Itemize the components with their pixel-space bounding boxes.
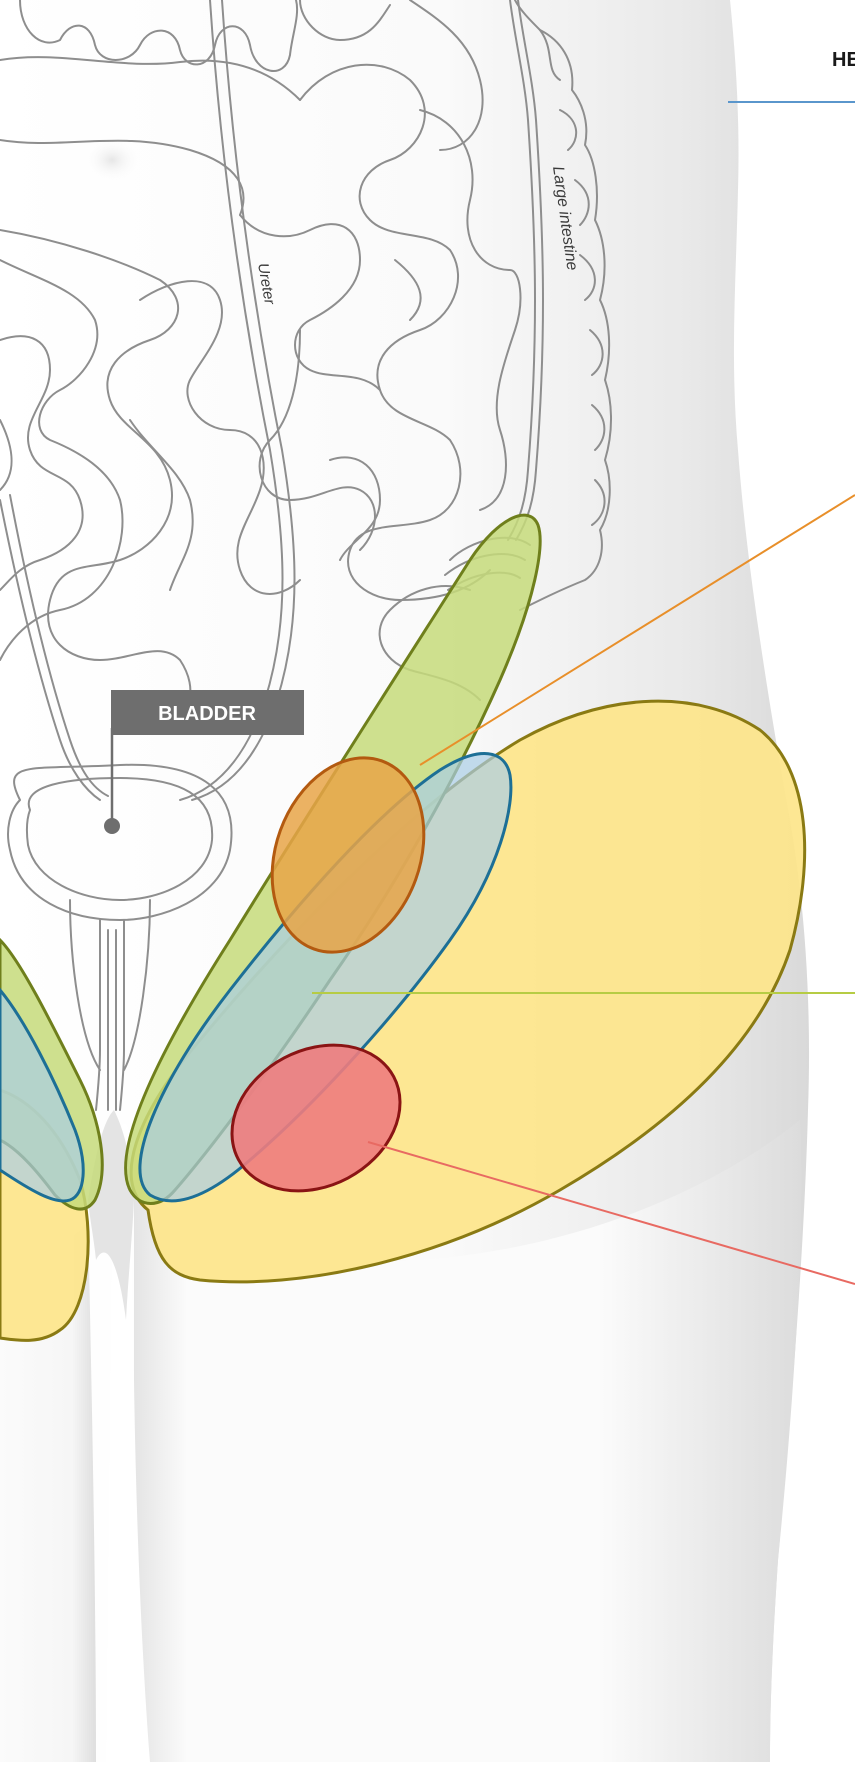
bladder-label: BLADDER	[158, 703, 256, 725]
header-partial-label: HE	[832, 49, 855, 71]
navel	[84, 138, 140, 182]
bladder-pointer-dot	[104, 818, 120, 834]
